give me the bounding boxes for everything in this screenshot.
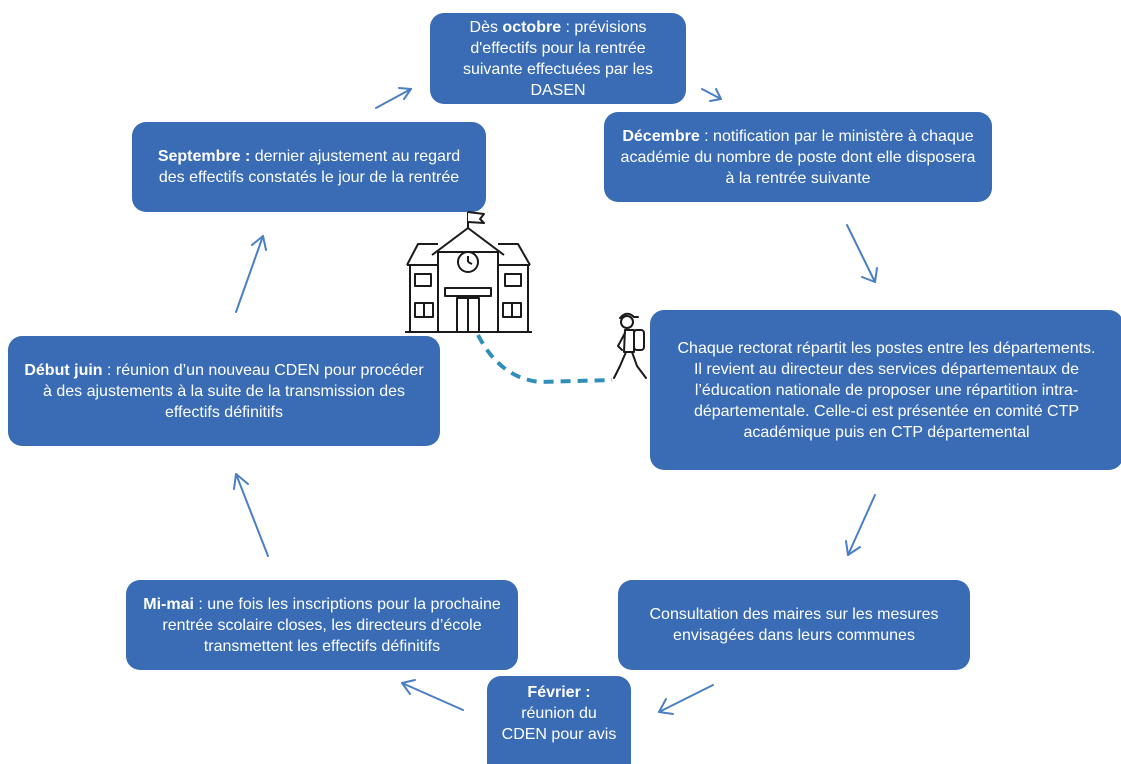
box-mimai: Mi-mai : une fois les inscriptions pour …	[126, 580, 518, 670]
school-building-icon	[405, 211, 532, 333]
box-juin: Début juin : réunion d’un nouveau CDEN p…	[8, 336, 440, 446]
arrow-fevrier-mimai	[401, 679, 464, 711]
box-rectorat-text: Chaque rectorat répartit les postes entr…	[677, 339, 1096, 441]
box-octobre-text: Dès octobre : prévisions d'effectifs pou…	[442, 17, 674, 101]
juin-desc: : réunion d’un nouveau CDEN pour procéde…	[43, 361, 424, 421]
fevrier-label: Février :	[527, 684, 591, 701]
arrow-octobre-decembre	[701, 88, 722, 102]
dashed-path	[476, 334, 613, 385]
octobre-desc: : prévisions d'effectifs pour la rentrée…	[462, 18, 654, 99]
arrow-mimai-juin	[233, 473, 269, 557]
septembre-label: Septembre :	[157, 148, 251, 165]
arrow-juin-septembre	[235, 235, 267, 313]
box-consultation: Consultation des maires sur les mesures …	[618, 580, 970, 670]
octobre-label: octobre	[502, 18, 562, 36]
arrow-consultation-fevrier	[658, 684, 714, 715]
decembre-label: Décembre	[622, 127, 700, 145]
box-decembre-text: Décembre : notification par le ministère…	[616, 126, 980, 189]
mimai-desc: : une fois les inscriptions pour la proc…	[162, 595, 501, 655]
box-septembre: Septembre : dernier ajustement au regard…	[132, 122, 486, 212]
mimai-label: Mi-mai	[143, 595, 194, 613]
arrow-septembre-octobre	[375, 87, 412, 109]
box-septembre-text: Septembre : dernier ajustement au regard…	[144, 146, 474, 188]
box-consultation-text: Consultation des maires sur les mesures …	[649, 606, 939, 644]
box-octobre: Dès octobre : prévisions d'effectifs pou…	[430, 13, 686, 104]
septembre-desc: dernier ajustement au regard des effecti…	[158, 148, 461, 186]
arrow-rectorat-consultation	[845, 494, 876, 556]
octobre-prefix: Dès	[469, 18, 503, 36]
box-fevrier: Février : réunion du CDEN pour avis	[487, 676, 631, 764]
box-fevrier-text: Février : réunion du CDEN pour avis	[501, 682, 617, 745]
box-mimai-text: Mi-mai : une fois les inscriptions pour …	[138, 594, 506, 657]
arrow-decembre-rectorat	[846, 224, 878, 283]
box-decembre: Décembre : notification par le ministère…	[604, 112, 992, 202]
fevrier-desc: réunion du CDEN pour avis	[501, 705, 617, 743]
decembre-desc: : notification par le ministère à chaque…	[620, 127, 976, 187]
box-juin-text: Début juin : réunion d’un nouveau CDEN p…	[20, 360, 428, 423]
student-walker-icon	[613, 312, 647, 379]
box-rectorat: Chaque rectorat répartit les postes entr…	[650, 310, 1121, 470]
juin-label: Début juin	[24, 361, 103, 379]
